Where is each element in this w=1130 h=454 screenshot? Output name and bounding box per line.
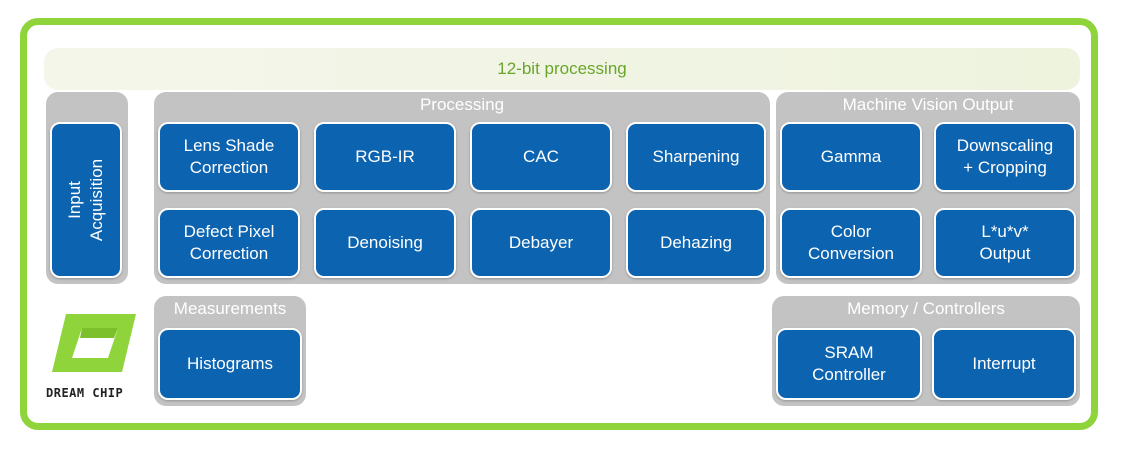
gamma-box: Gamma [780,122,922,192]
interrupt-box: Interrupt [932,328,1076,400]
machine-vision-panel: Machine Vision Output Gamma Downscaling … [776,92,1080,284]
bit-depth-band: 12-bit processing [44,48,1080,90]
memory-controllers-panel: Memory / Controllers SRAM Controller Int… [772,296,1080,406]
debayer-box: Debayer [470,208,612,278]
measurements-panel: Measurements Histograms [154,296,306,406]
processing-panel: Processing Lens Shade Correction RGB-IR … [154,92,770,284]
logo-accent [80,328,118,338]
downscaling-cropping-box: Downscaling + Cropping [934,122,1076,192]
processing-title: Processing [419,95,505,114]
defect-pixel-correction-box: Defect Pixel Correction [158,208,300,278]
color-conversion-box: Color Conversion [780,208,922,278]
memory-controllers-title: Memory / Controllers [847,299,1005,318]
luv-output-box: L*u*v* Output [934,208,1076,278]
logo-text: DREAM CHIP [46,386,124,400]
sharpening-box: Sharpening [626,122,766,192]
input-panel: Input Acquisition [46,92,128,284]
measurements-title: Measurements [173,299,287,318]
lens-shade-correction-box: Lens Shade Correction [158,122,300,192]
sram-controller-box: SRAM Controller [776,328,922,400]
denoising-box: Denoising [314,208,456,278]
histograms-box: Histograms [158,328,302,400]
input-acquisition-box: Input Acquisition [50,122,122,278]
machine-vision-title: Machine Vision Output [842,95,1014,114]
cac-box: CAC [470,122,612,192]
dream-chip-logo-icon [52,314,136,372]
rgb-ir-box: RGB-IR [314,122,456,192]
dehazing-box: Dehazing [626,208,766,278]
input-acquisition-label: Input Acquisition [65,158,106,242]
